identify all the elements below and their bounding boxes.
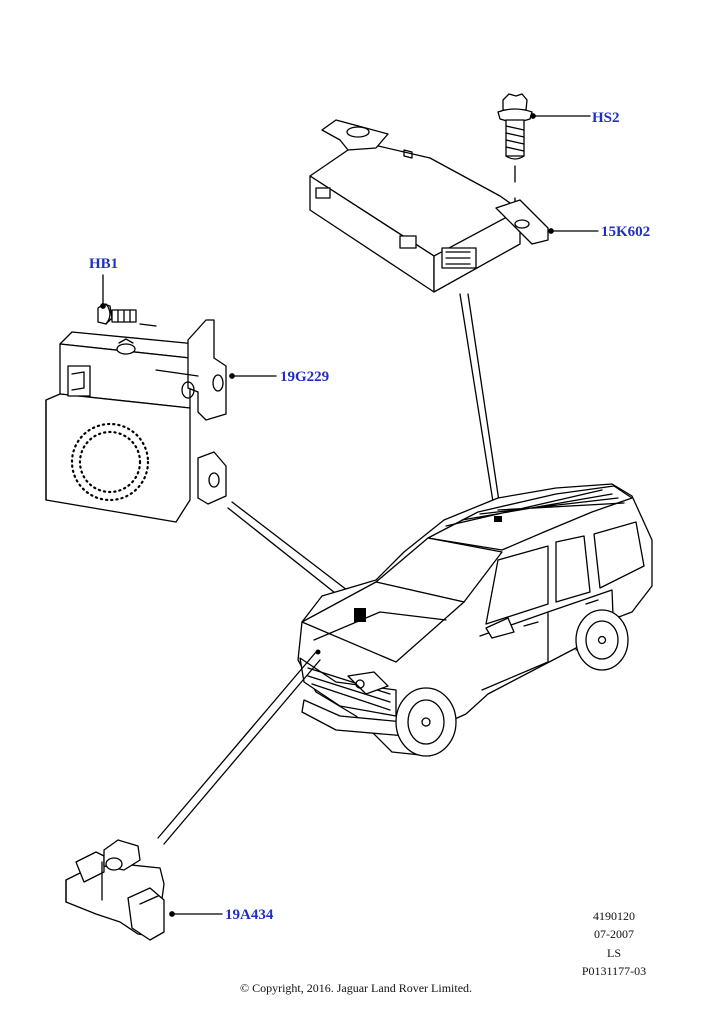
g19229-dot <box>229 373 235 379</box>
k15602-pointer-2 <box>467 293 501 509</box>
market-code: LS <box>606 946 621 960</box>
hb1-bolt[interactable] <box>97 303 137 325</box>
sounder-location-marker <box>354 608 366 622</box>
module-location-marker <box>494 516 502 522</box>
ref-number: 4190120 <box>593 909 635 923</box>
bracket-19a434[interactable] <box>65 839 165 941</box>
date-code: 07-2007 <box>594 927 634 941</box>
a19434-pointer-1 <box>157 651 317 839</box>
module-15k602[interactable] <box>309 119 549 293</box>
callout-hs2[interactable]: HS2 <box>592 110 620 126</box>
g19229-pointer-2 <box>231 501 361 601</box>
hb1-dot <box>100 303 106 309</box>
speaker-grille <box>70 422 150 502</box>
copyright-notice: © Copyright, 2016. Jaguar Land Rover Lim… <box>239 981 473 995</box>
a19434-pointer-2 <box>163 659 321 845</box>
callout-19g229[interactable]: 19G229 <box>280 369 330 385</box>
g19229-pointer-1 <box>227 507 355 609</box>
part-reference: P0131177-03 <box>581 964 647 978</box>
a19434-dot <box>169 911 175 917</box>
g19229-axis <box>155 369 199 377</box>
vehicle <box>297 483 653 757</box>
callout-15k602[interactable]: 15K602 <box>601 224 651 240</box>
k15602-dot <box>548 228 554 234</box>
hb1-axis <box>139 323 157 327</box>
callout-hb1[interactable]: HB1 <box>89 256 119 272</box>
sounder-19g229[interactable] <box>45 319 227 523</box>
callout-19a434[interactable]: 19A434 <box>225 907 274 923</box>
hs2-dot <box>530 113 536 119</box>
k15602-pointer-1 <box>459 293 495 509</box>
hs2-bolt[interactable] <box>497 93 533 160</box>
